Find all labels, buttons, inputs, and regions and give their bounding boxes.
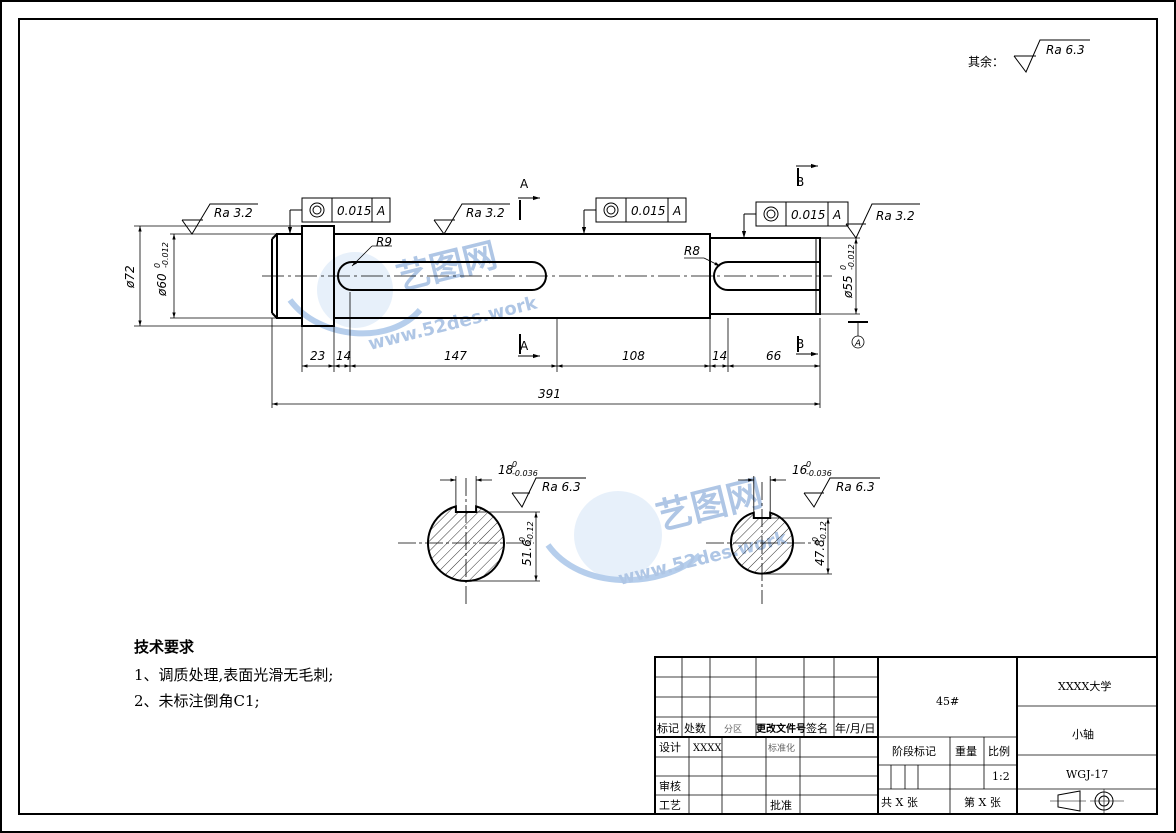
dim-dia60-lower: -0.012 bbox=[161, 242, 170, 268]
tb-col-mark: 标记 bbox=[657, 721, 679, 735]
section-a-bottom: A bbox=[520, 339, 529, 353]
concentricity-icon-mid bbox=[603, 202, 619, 218]
tb-scale: 1:2 bbox=[992, 770, 1010, 783]
dim-dia60: ø60 bbox=[155, 273, 169, 297]
tb-review-label: 审核 bbox=[659, 779, 681, 793]
dim-dia72: ø72 bbox=[123, 265, 137, 289]
concentricity-icon-right bbox=[763, 206, 779, 222]
section-view-left bbox=[398, 476, 586, 604]
sec-right-width-upper: 0 bbox=[806, 460, 811, 469]
dim-len-147: 147 bbox=[444, 349, 467, 363]
sec-left-width: 18 bbox=[498, 463, 514, 477]
tb-stage-label: 阶段标记 bbox=[892, 744, 936, 758]
tol-left-datum: A bbox=[376, 204, 385, 218]
watermark-url: www.52des.work bbox=[366, 292, 540, 355]
sec-left-width-lower: -0.036 bbox=[512, 469, 538, 478]
dim-len-23: 23 bbox=[310, 349, 325, 363]
concentricity-icon bbox=[309, 202, 325, 218]
section-view-right bbox=[706, 476, 880, 604]
tolerance-frame-left: 0.015 A bbox=[287, 197, 391, 234]
roughness-symbols-shaft bbox=[181, 203, 920, 239]
tb-design-label: 设计 bbox=[659, 741, 681, 754]
sec-left-width-upper: 0 bbox=[512, 460, 517, 469]
dim-len-14b: 14 bbox=[712, 349, 727, 363]
tolerance-frame-mid: 0.015 A bbox=[581, 197, 687, 234]
radius-r8: R8 bbox=[684, 244, 700, 258]
tb-weight-label: 重量 bbox=[955, 744, 977, 758]
tolerance-frame-right: 0.015 A bbox=[741, 201, 849, 238]
inner-frame bbox=[18, 18, 1158, 815]
tb-approve-label: 批准 bbox=[770, 798, 792, 812]
title-block-text: 标记 处数 分区 更改文件号 签名 年/月/日 设计 XXXX 标准化 审核 工… bbox=[657, 679, 1111, 812]
tech-req-item-1: 1、调质处理,表面光滑无毛刺; bbox=[134, 666, 333, 684]
section-b-bottom: B bbox=[796, 337, 804, 351]
tb-school: XXXX大学 bbox=[1058, 679, 1111, 693]
datum-a-label: A bbox=[854, 339, 861, 349]
roughness-left: Ra 3.2 bbox=[214, 206, 253, 220]
title-block bbox=[654, 656, 1158, 815]
tb-part-name: 小轴 bbox=[1072, 727, 1094, 741]
tech-req-heading: 技术要求 bbox=[134, 638, 195, 656]
dim-dia55: ø55 bbox=[841, 275, 855, 299]
tb-scale-label: 比例 bbox=[988, 744, 1010, 758]
sec-left-depth: 51.6 bbox=[520, 539, 534, 566]
tech-requirements: 技术要求 1、调质处理,表面光滑无毛刺; 2、未标注倒角C1; bbox=[134, 638, 333, 710]
tol-right-datum: A bbox=[832, 208, 841, 222]
roughness-mid: Ra 3.2 bbox=[466, 206, 505, 220]
tb-total-sheets: 共 X 张 bbox=[881, 796, 918, 809]
tech-req-item-2: 2、未标注倒角C1; bbox=[134, 692, 260, 710]
tb-process-label: 工艺 bbox=[659, 799, 681, 812]
tb-col-count: 处数 bbox=[684, 722, 706, 735]
remaining-roughness-label: 其余： bbox=[968, 54, 1004, 69]
sec-right-depth-lower: -0.12 bbox=[819, 521, 828, 542]
tb-sheet-no: 第 X 张 bbox=[964, 795, 1001, 809]
shaft-main-view bbox=[134, 163, 868, 408]
tol-right-value: 0.015 bbox=[791, 208, 825, 222]
dim-len-66: 66 bbox=[766, 349, 782, 363]
section-b-top: B bbox=[796, 175, 804, 189]
tol-mid-value: 0.015 bbox=[631, 204, 665, 218]
sec-right-width: 16 bbox=[792, 463, 808, 477]
projection-symbol-icon bbox=[1050, 789, 1124, 813]
radius-r9: R9 bbox=[376, 235, 392, 249]
dim-len-total: 391 bbox=[538, 387, 561, 401]
sec-right-depth: 47.8 bbox=[813, 539, 827, 566]
sec-right-ra: Ra 6.3 bbox=[836, 480, 875, 494]
roughness-right: Ra 3.2 bbox=[876, 209, 915, 223]
sec-left-depth-upper: 0 bbox=[518, 537, 527, 542]
dim-len-14a: 14 bbox=[336, 349, 351, 363]
tb-material: 45# bbox=[936, 695, 959, 708]
tb-col-date: 年/月/日 bbox=[835, 721, 875, 735]
tol-mid-datum: A bbox=[672, 204, 681, 218]
tb-col-change-doc: 更改文件号 bbox=[756, 722, 806, 735]
tb-col-zone: 分区 bbox=[724, 724, 742, 735]
remaining-roughness-ra: Ra 6.3 bbox=[1046, 43, 1085, 57]
sec-left-depth-lower: -0.12 bbox=[526, 521, 535, 542]
dim-dia55-upper: 0 bbox=[839, 265, 848, 270]
tb-standard-label: 标准化 bbox=[768, 742, 795, 754]
remaining-roughness: 其余： Ra 6.3 bbox=[968, 39, 1090, 73]
sec-right-width-lower: -0.036 bbox=[806, 469, 832, 478]
tb-drawing-no: WGJ-17 bbox=[1066, 768, 1108, 781]
section-a-top: A bbox=[520, 177, 529, 191]
tol-left-value: 0.015 bbox=[337, 204, 371, 218]
dim-dia55-lower: -0.012 bbox=[847, 244, 856, 270]
dim-dia60-upper: 0 bbox=[153, 263, 162, 268]
tb-col-sign: 签名 bbox=[806, 721, 828, 735]
dim-len-108: 108 bbox=[622, 349, 645, 363]
sec-right-depth-upper: 0 bbox=[811, 537, 820, 542]
sec-left-ra: Ra 6.3 bbox=[542, 480, 581, 494]
tb-designer: XXXX bbox=[693, 743, 722, 754]
